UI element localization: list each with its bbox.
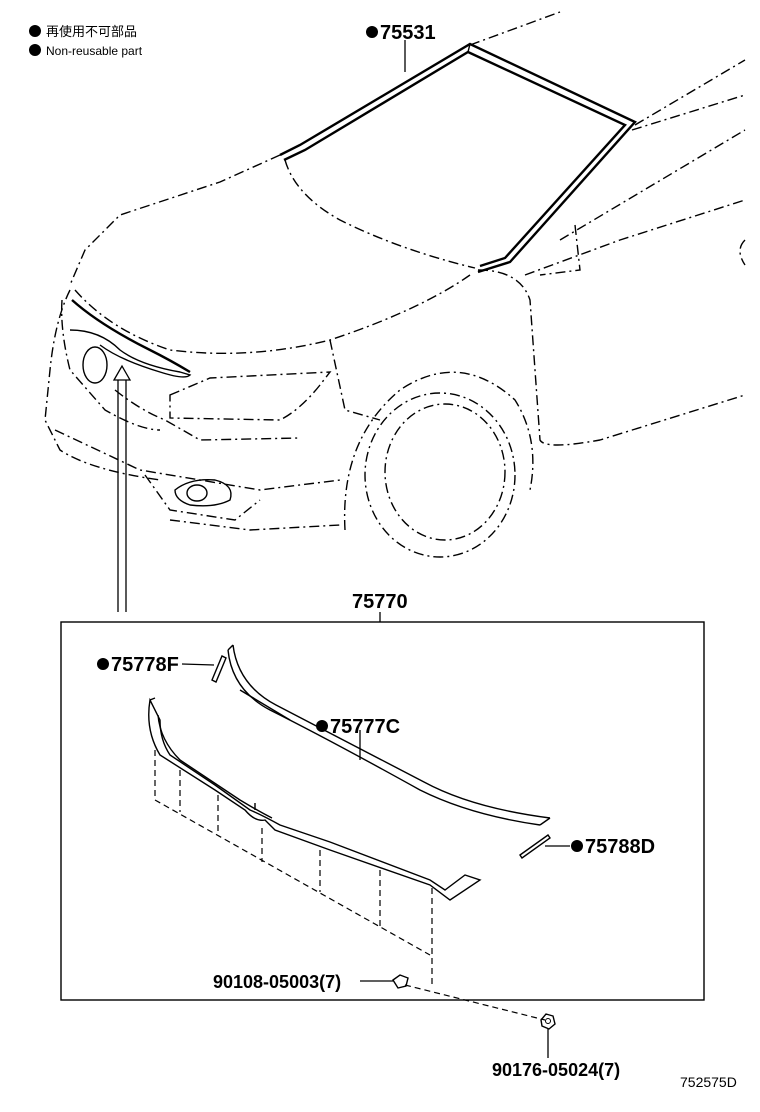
non-reusable-marker-icon xyxy=(97,658,109,670)
legend-en: Non-reusable part xyxy=(46,44,143,58)
legend-jp: 再使用不可部品 xyxy=(46,24,137,39)
legend: 再使用不可部品 Non-reusable part xyxy=(29,24,143,58)
non-reusable-marker-icon xyxy=(571,840,583,852)
hood-moulding-detail xyxy=(148,697,482,901)
windshield-moulding xyxy=(279,42,637,274)
label-75777c: 75777C xyxy=(330,716,400,738)
non-reusable-marker-icon xyxy=(29,44,41,56)
clip-part xyxy=(360,974,409,989)
label-90108: 90108-05003(7) xyxy=(213,972,341,992)
non-reusable-marker-icon xyxy=(316,720,328,732)
part-75788d xyxy=(519,834,570,859)
label-90176: 90176-05024(7) xyxy=(492,1060,620,1080)
detail-panel xyxy=(60,621,705,1001)
nut-part xyxy=(540,1013,556,1058)
label-75531: 75531 xyxy=(380,22,436,44)
non-reusable-marker-icon xyxy=(366,26,378,38)
label-75770: 75770 xyxy=(352,591,408,613)
clip-guide-lines xyxy=(154,750,546,1021)
part-75778f xyxy=(181,655,227,683)
figure-id: 752575D xyxy=(680,1074,737,1090)
car-outline xyxy=(44,11,746,558)
non-reusable-marker-icon xyxy=(29,25,41,37)
label-75778f: 75778F xyxy=(111,654,179,676)
location-arrow xyxy=(112,364,132,612)
label-75788d: 75788D xyxy=(585,836,655,858)
